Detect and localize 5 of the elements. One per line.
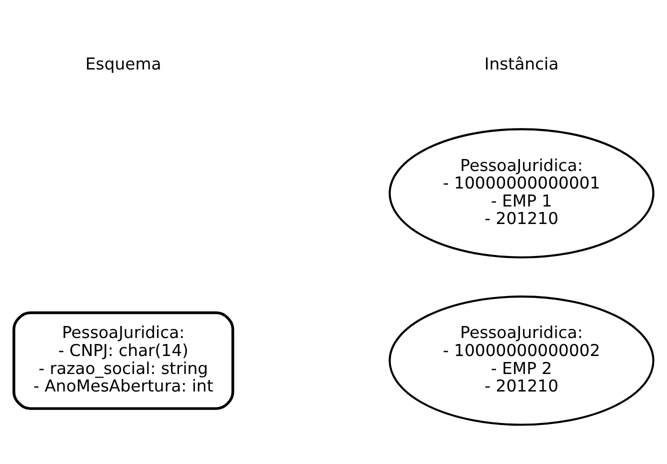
node-ellipse: PessoaJuridica: - 10000000000001 - EMP 1 - 201210 (388, 128, 654, 258)
node-ellipse: PessoaJuridica: - 10000000000002 - EMP 2 - 201210 (388, 295, 654, 426)
label: Esquema (85, 54, 162, 73)
node-box: PessoaJuridica: - CNPJ: char(14) - razao_social: string - AnoMesAbertura: int (12, 310, 234, 410)
label: Instância (484, 54, 559, 73)
